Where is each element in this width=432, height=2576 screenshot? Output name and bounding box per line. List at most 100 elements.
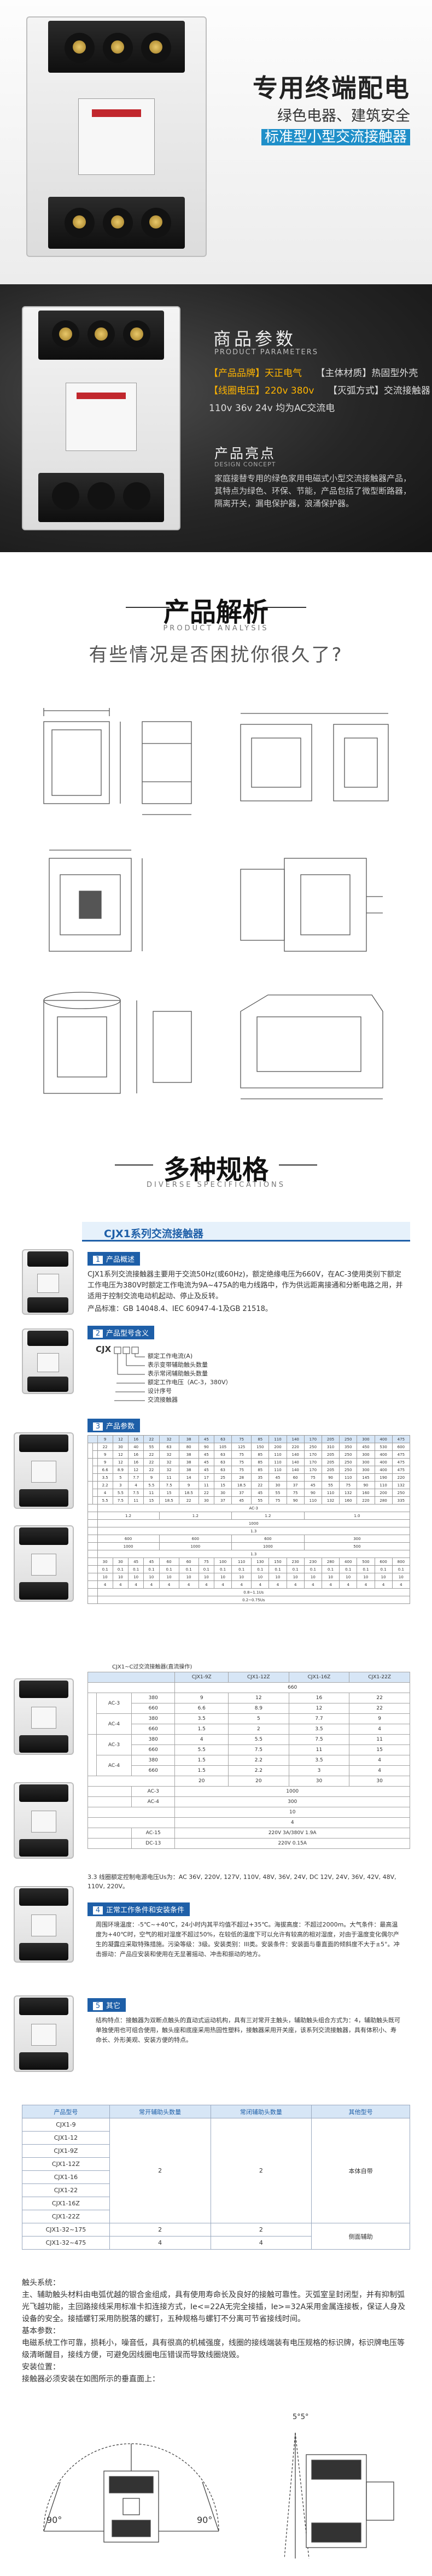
acc-model-10: CJX1-32~475	[22, 2236, 110, 2250]
drawing-front-large	[27, 979, 208, 1110]
thumb-7	[14, 1886, 74, 1963]
section-3-label: 产品参数	[106, 1422, 135, 1431]
manual-para-3: 接触器必须安装在如图所示的垂直面上：	[22, 2375, 160, 2384]
acc-no-9: 2	[109, 2223, 211, 2237]
acc-header-other: 其他型号	[311, 2105, 410, 2118]
acc-header-model: 产品型号	[22, 2105, 110, 2118]
acc-model-5: CJX1-16	[22, 2170, 110, 2184]
acc-other-9: 侧面辅助	[311, 2223, 410, 2250]
params-row-1: 【产品品牌】天正电气 【主体材质】热固型外壳	[209, 365, 418, 379]
acc-header-nc: 常闭辅助头数量	[210, 2105, 312, 2118]
acc-model-7: CJX1-16Z	[22, 2197, 110, 2210]
section-5-text: 结构特点：接触器为双断点触头的直动式运动机构，具有三对常开主触头，辅助触头组合方…	[96, 2017, 400, 2044]
model-item-1: 额定工作电流(A)	[148, 1353, 193, 1360]
manual-text: 触头系统： 主、辅助触头材料由电弧优越的银合金组成，具有使用寿命长及良好的接触可…	[22, 2277, 410, 2385]
thumb-4	[14, 1525, 74, 1602]
params-title: 商品参数	[213, 329, 297, 349]
hero-banner: 专用终端配电 绿色电器、建筑安全 标准型小型交流接触器 商品参数 PRODUCT…	[0, 0, 432, 552]
model-code-diagram	[112, 1346, 178, 1412]
param-arc: 【灭弧方式】交流接触器	[328, 385, 430, 396]
section-2-num: 2	[93, 1330, 103, 1338]
hero-subtitle-1: 绿色电器、建筑安全	[277, 108, 410, 125]
drawing-side-medium	[219, 842, 405, 968]
thumb-8	[14, 1995, 74, 2072]
model-item-5: 设计序号	[148, 1387, 172, 1395]
tilt-label: 5°5°	[293, 2413, 309, 2421]
divider-left	[126, 607, 170, 608]
accessory-table: 产品型号 常开辅助头数量 常闭辅助头数量 其他型号 CJX1-9 2 2 本体自…	[22, 2105, 410, 2250]
divider-right	[262, 607, 306, 608]
specs-title: 多种规格	[163, 1155, 268, 1185]
section-5-num: 5	[93, 2002, 103, 2010]
acc-model-3: CJX1-9Z	[22, 2144, 110, 2158]
thumb-1	[22, 1249, 74, 1315]
product-image-angle	[22, 306, 180, 530]
acc-model-6: CJX1-22	[22, 2183, 110, 2197]
acc-nc-10: 4	[210, 2236, 312, 2250]
section-4-num: 4	[93, 1906, 103, 1915]
angle-label-left: 90°	[46, 2515, 62, 2525]
analysis-title-en: PRODUCT ANALYSIS	[163, 624, 269, 633]
acc-model-4: CJX1-12Z	[22, 2157, 110, 2171]
manual-heading-1: 触头系统：	[22, 2279, 60, 2287]
manual-para-1: 主、辅助触头材料由电弧优越的银合金组成，具有使用寿命长及良好的接触可靠性。灭弧室…	[22, 2291, 406, 2323]
thumb-6	[14, 1782, 74, 1859]
install-diagram-tilt	[284, 2422, 416, 2564]
manual-heading-2: 基本参数：	[22, 2327, 60, 2335]
drawing-side-large	[219, 979, 405, 1110]
param-brand: 【产品品牌】天正电气	[209, 368, 302, 379]
hero-subtitle-2-text: 标准型小型交流接触器	[261, 129, 410, 145]
hero-title: 专用终端配电	[253, 73, 410, 103]
specs-title-en: DIVERSE SPECIFICATIONS	[146, 1181, 286, 1189]
spec-divider-right	[279, 1164, 317, 1166]
thumb-5	[14, 1678, 74, 1755]
features-text: 家庭接替专用的绿色家用电磁式小型交流接触器产品，其特点为绿色、环保、节能，产品包…	[214, 473, 412, 508]
acc-no-group-1: 2	[109, 2118, 211, 2223]
hero-subtitle-2: 标准型小型交流接触器	[261, 126, 410, 146]
acc-model-2: CJX1-12	[22, 2131, 110, 2145]
product-image-main	[26, 16, 207, 257]
spec-divider-left	[115, 1164, 153, 1166]
acc-model-9: CJX1-32~175	[22, 2223, 110, 2237]
manual-heading-3: 安装位置：	[22, 2363, 60, 2372]
drawing-front-medium	[27, 842, 208, 968]
analysis-question: 有些情况是否困扰你很久了?	[89, 644, 343, 666]
section-3-num: 3	[93, 1422, 103, 1431]
table-2-caption: CJX1~C过交流接触器(直流操作)	[112, 1664, 192, 1670]
drawing-side-small	[219, 700, 405, 826]
analysis-title: 产品解析	[163, 597, 268, 628]
acc-model-1: CJX1-9	[22, 2118, 110, 2132]
section-1-label: 产品概述	[106, 1256, 135, 1264]
section-5-label: 其它	[106, 2002, 121, 2010]
section-1-standard: 产品标准：GB 14048.4、IEC 60947-4-1及GB 21518。	[87, 1305, 272, 1313]
table-2-note: 3.3 线圈额定控制电源电压Us为：AC 36V, 220V, 127V, 11…	[87, 1874, 396, 1890]
model-item-3: 表示常闭辅助触头数量	[148, 1370, 208, 1377]
series-header: CJX1系列交流接触器	[82, 1222, 410, 1242]
section-1-text: CJX1系列交流接触器主要用于交流50Hz(或60Hz)，额定绝缘电压为660V…	[87, 1271, 403, 1301]
param-voltage: 【线圈电压】220v 380v	[209, 385, 314, 396]
params-row-2: 【线圈电压】220v 380v 【灭弧方式】交流接触器	[209, 383, 430, 396]
model-item-4: 额定工作电压（AC-3，380V）	[148, 1379, 232, 1386]
drawing-front-small	[27, 700, 208, 826]
model-item-2: 表示变带辅助触头数量	[148, 1361, 208, 1368]
param-voltage-note: 110v 36v 24v 均为AC交流电	[209, 403, 335, 414]
model-code: CJX	[96, 1344, 112, 1354]
acc-other-group-1: 本体自带	[311, 2118, 410, 2223]
section-4-text: 周围环境温度：-5℃~+40℃，24小时内其平均值不超过+35℃。海拔高度：不超…	[96, 1921, 400, 1958]
model-item-6: 交流接触器	[148, 1396, 178, 1403]
section-4-label: 正常工作条件和安装条件	[106, 1906, 185, 1915]
params-title-en: PRODUCT PARAMETERS	[214, 348, 318, 356]
acc-header-no: 常开辅助头数量	[109, 2105, 211, 2118]
series-title: CJX1系列交流接触器	[104, 1228, 203, 1240]
acc-model-8: CJX1-22Z	[22, 2210, 110, 2223]
section-1-num: 1	[93, 1256, 103, 1264]
angle-label-right: 90°	[197, 2515, 213, 2525]
manual-para-2: 电磁系统工作可靠，损耗小，噪音低，具有很高的机械强度，线圈的接线端装有电压规格的…	[22, 2339, 405, 2360]
